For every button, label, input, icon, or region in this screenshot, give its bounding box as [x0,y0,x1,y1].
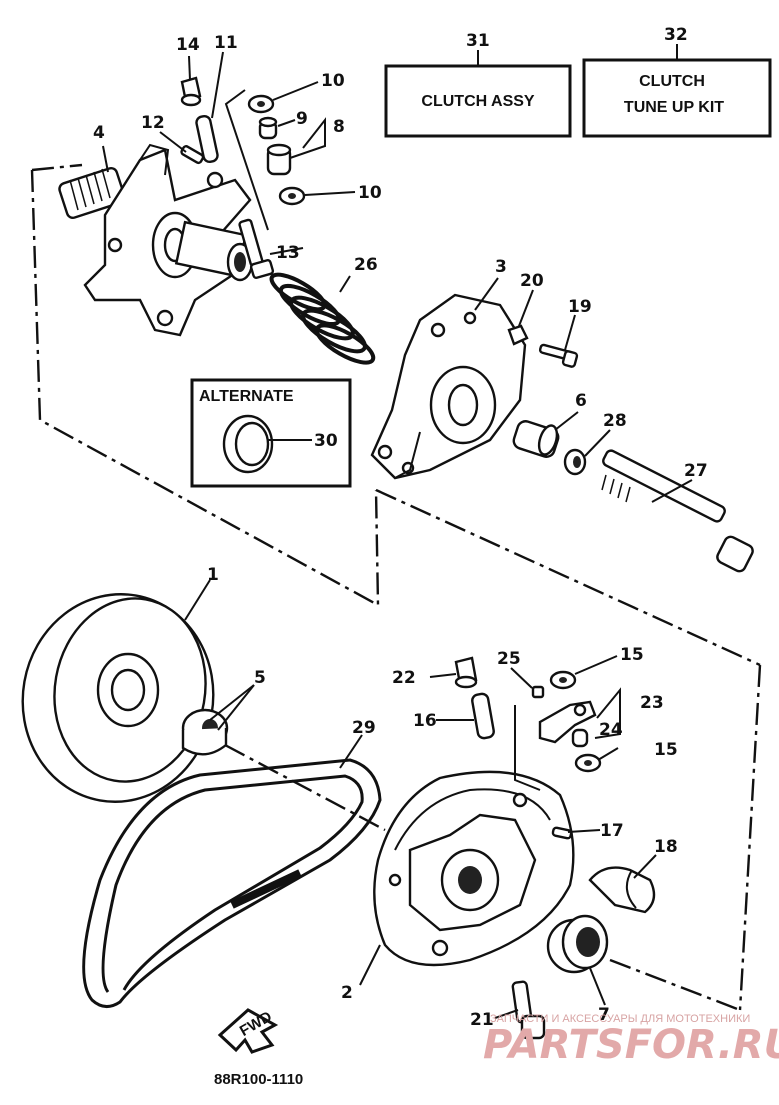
tune-up-kit-box: 32 CLUTCH TUNE UP KIT [582,25,772,138]
clutch-assy-box: 31 CLUTCH ASSY [384,31,572,138]
assembly-outline-upper [30,163,761,667]
callout-28: 28 [603,411,627,431]
pin-guide-line [224,89,269,231]
callout-14: 14 [176,35,200,55]
clutch-assy-label: CLUTCH ASSY [421,93,535,110]
callout-30: 30 [314,431,338,451]
washer-part-10-lower [278,186,306,206]
callout-27: 27 [684,461,708,481]
pin-part-11 [195,114,219,164]
callout-7: 7 [598,1005,610,1025]
alternate-title: ALTERNATE [199,388,294,405]
callout-21: 21 [470,1010,494,1030]
arm-guide-line [514,705,541,791]
pin-part-16 [471,692,495,740]
callout-24: 24 [599,720,623,740]
callout-8: 8 [333,117,345,137]
callout-26: 26 [354,255,378,275]
primary-hub-part-4 [58,143,254,337]
callout-15-lower: 15 [654,740,678,760]
bushing-part-6 [512,420,560,458]
callout-31: 31 [466,31,490,51]
drive-belt-part-29 [82,758,382,1008]
callout-3: 3 [495,257,507,277]
forward-arrow-icon: FWD [217,1008,279,1054]
screw-part-12 [180,145,205,165]
roller-part-24 [571,728,589,748]
callout-13: 13 [276,243,300,263]
roller-part-8 [266,143,292,176]
assembly-outline-lower [224,664,762,1012]
tune-up-kit-line2: TUNE UP KIT [624,99,724,116]
callout-5: 5 [254,668,266,688]
callout-9: 9 [296,109,308,129]
washer-part-15-lower [574,753,602,773]
bolt-part-27 [601,449,754,573]
screw-part-17 [551,826,573,840]
weight-arm-part-23 [538,700,597,744]
bushing-part-7 [546,914,609,974]
spring-part-26 [269,272,376,365]
nut-part-22 [454,656,478,689]
washer-part-28 [563,448,587,476]
callout-29: 29 [352,718,376,738]
bolt-part-13 [238,218,275,279]
nut-part-14 [180,76,202,107]
callout-20: 20 [520,271,544,291]
callout-11: 11 [214,33,238,53]
callout-10-upper: 10 [321,71,345,91]
callout-4: 4 [93,123,105,143]
callout-19: 19 [568,297,592,317]
screw-part-25 [531,685,545,699]
fixed-sheave-part-1 [21,593,215,803]
callout-1: 1 [207,565,219,585]
callout-15-upper: 15 [620,645,644,665]
watermark-tagline: ЗАПЧАСТИ И АКСЕССУАРЫ ДЛЯ МОТОТЕХНИКИ [490,1013,750,1025]
callout-23: 23 [640,693,664,713]
callout-25: 25 [497,649,521,669]
washer-part-15-upper [549,670,577,690]
cover-part-3 [370,293,527,480]
callout-10-lower: 10 [358,183,382,203]
leader-lines [102,51,693,1019]
tune-up-kit-line1: CLUTCH [639,73,705,90]
screw-part-19 [538,343,579,368]
watermark-brand: PARTSFOR.RU [483,1022,779,1068]
callout-32: 32 [664,25,688,45]
roller-part-9 [258,116,278,140]
callout-2: 2 [341,983,353,1003]
diagram-code: 88R100-1110 [214,1071,303,1088]
callout-16: 16 [413,711,437,731]
callout-18: 18 [654,837,678,857]
callout-17: 17 [600,821,624,841]
sleeve-part-18 [588,866,656,914]
alternate-box: ALTERNATE 30 [190,378,352,488]
callout-12: 12 [141,113,165,133]
bushing-part-5 [181,708,229,756]
nut-part-20 [507,324,529,346]
callout-6: 6 [575,391,587,411]
movable-sheave-part-2 [373,770,575,967]
washer-part-10-upper [247,94,275,114]
bolt-part-21 [511,980,546,1040]
callout-22: 22 [392,668,416,688]
